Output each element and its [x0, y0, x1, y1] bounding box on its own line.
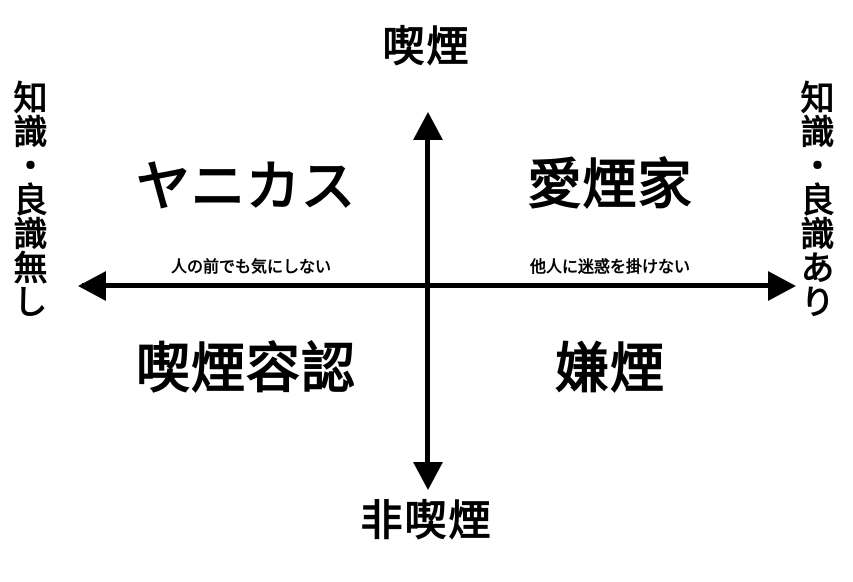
arrow-left-icon — [78, 271, 106, 301]
arrow-right-icon — [768, 271, 796, 301]
axis-label-right: 知識・良識あり — [794, 80, 834, 318]
arrow-up-icon — [413, 112, 443, 140]
quadrant-label-top-left: ヤニカス — [136, 155, 356, 218]
quadrant-note-top-left: 人の前でも気にしない — [170, 257, 331, 276]
axis-label-left: 知識・良識無し — [7, 80, 47, 318]
axis-label-top: 喫煙 — [382, 22, 471, 71]
quadrant-label-bottom-left: 喫煙容認 — [136, 337, 356, 400]
quadrant-note-top-right: 他人に迷惑を掛けない — [529, 257, 690, 276]
quadrant-label-top-right: 愛煙家 — [527, 153, 693, 216]
quadrant-label-bottom-right: 嫌煙 — [555, 337, 665, 400]
axis-label-bottom: 非喫煙 — [360, 496, 493, 545]
vertical-axis-line — [425, 120, 430, 470]
arrow-down-icon — [413, 462, 443, 490]
